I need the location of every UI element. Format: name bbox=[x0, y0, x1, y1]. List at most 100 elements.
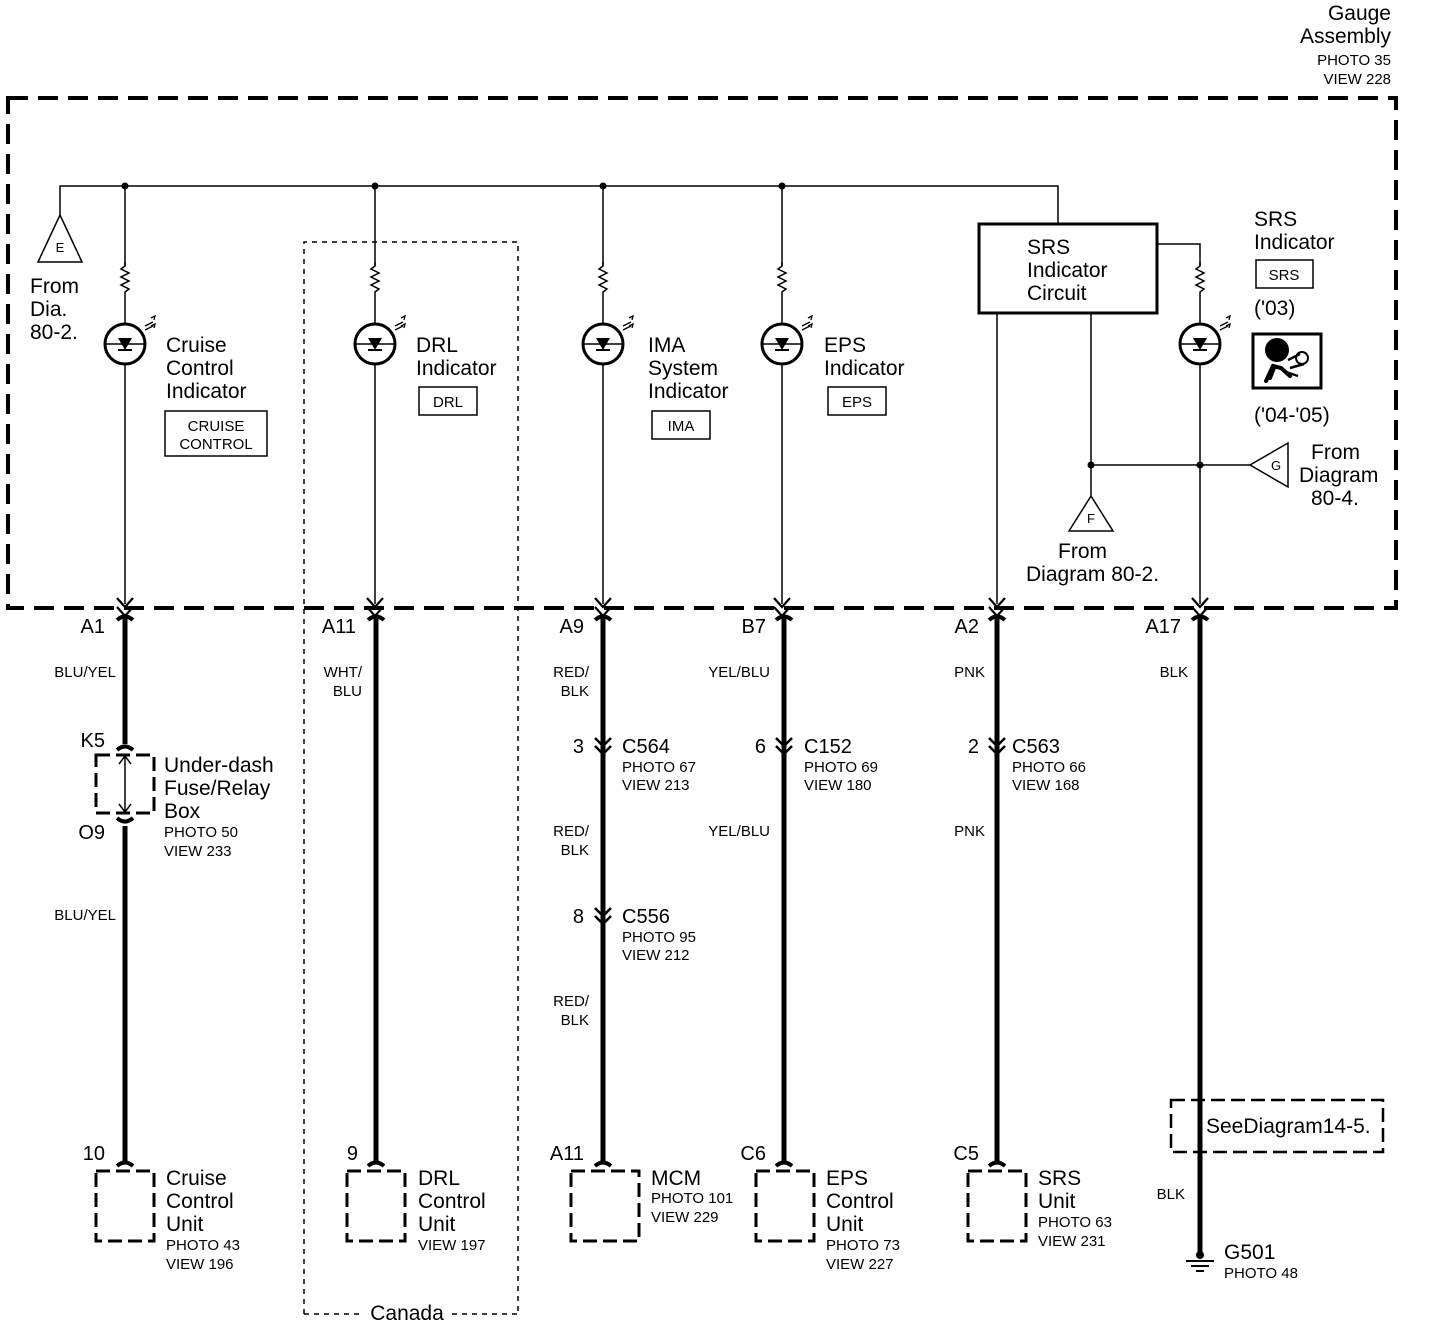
airbag-icon bbox=[1251, 332, 1323, 390]
svg-text:IMA: IMA bbox=[668, 418, 695, 435]
svg-text:VIEW 212: VIEW 212 bbox=[622, 947, 690, 964]
ground-g501: G501 bbox=[1224, 1241, 1275, 1264]
assembly-title-2: Assembly bbox=[1300, 25, 1392, 48]
unit-srs: C5 SRS Unit PHOTO 63 VIEW 231 bbox=[953, 1143, 1112, 1250]
svg-text:Indicator: Indicator bbox=[166, 380, 247, 403]
assembly-view: VIEW 228 bbox=[1323, 71, 1391, 88]
svg-text:DRL: DRL bbox=[418, 1167, 460, 1190]
svg-text:Control: Control bbox=[826, 1190, 894, 1213]
wire-yel-blu-2: YEL/BLU bbox=[708, 823, 770, 840]
svg-text:80-4.: 80-4. bbox=[1311, 487, 1359, 510]
svg-text:Indicator: Indicator bbox=[824, 357, 905, 380]
fusebox-label: Under-dash bbox=[164, 754, 274, 777]
drl-badge bbox=[418, 386, 478, 416]
svg-text:SRS: SRS bbox=[1269, 267, 1300, 284]
gauge-assembly-box bbox=[6, 96, 1398, 610]
svg-text:PHOTO 69: PHOTO 69 bbox=[804, 759, 878, 776]
pin-a17: A17 bbox=[1145, 616, 1181, 638]
svg-text:('03): ('03) bbox=[1254, 297, 1295, 320]
svg-text:10: 10 bbox=[83, 1143, 105, 1165]
svg-text:Circuit: Circuit bbox=[1027, 282, 1087, 305]
pin-a11: A11 bbox=[322, 616, 356, 638]
svg-text:EPS: EPS bbox=[826, 1167, 868, 1190]
fusebox-pin-k5: K5 bbox=[81, 730, 105, 752]
canada-region bbox=[303, 241, 519, 1314]
pin-a9: A9 bbox=[560, 616, 584, 638]
cruise-indicator-bulb-icon bbox=[103, 314, 157, 366]
svg-text:BLK: BLK bbox=[561, 683, 589, 700]
svg-text:PHOTO 67: PHOTO 67 bbox=[622, 759, 696, 776]
svg-text:Indicator: Indicator bbox=[416, 357, 497, 380]
svg-text:CONTROL: CONTROL bbox=[179, 436, 252, 453]
svg-text:PHOTO 66: PHOTO 66 bbox=[1012, 759, 1086, 776]
svg-text:PHOTO 63: PHOTO 63 bbox=[1038, 1214, 1112, 1231]
ima-indicator-bulb-icon bbox=[581, 314, 635, 366]
eps-badge bbox=[827, 386, 887, 416]
cruise-control-badge bbox=[164, 410, 268, 457]
svg-text:G: G bbox=[1271, 458, 1281, 473]
from-e-triangle-icon bbox=[36, 213, 84, 263]
svg-text:C556: C556 bbox=[622, 906, 670, 928]
svg-text:Diagram: Diagram bbox=[1299, 464, 1378, 487]
svg-text:BLK: BLK bbox=[561, 1012, 589, 1029]
svg-text:Dia.: Dia. bbox=[30, 298, 67, 321]
svg-text:Fuse/Relay: Fuse/Relay bbox=[164, 777, 271, 800]
svg-text:Control: Control bbox=[166, 1190, 234, 1213]
eps-indicator-label: EPS bbox=[824, 334, 866, 357]
unit-mcm: A11 MCM PHOTO 101 VIEW 229 bbox=[550, 1143, 733, 1243]
fusebox-pin-o9: O9 bbox=[78, 822, 105, 844]
wire-blk-2: BLK bbox=[1157, 1186, 1185, 1203]
svg-text:F: F bbox=[1087, 511, 1095, 526]
svg-text:Indicator: Indicator bbox=[1254, 231, 1335, 254]
svg-text:VIEW 197: VIEW 197 bbox=[418, 1237, 486, 1254]
srs-indicator-bulb-icon bbox=[1178, 314, 1232, 366]
unit-drl-control: 9 DRL Control Unit VIEW 197 bbox=[345, 1143, 486, 1254]
pin-a1: A1 bbox=[81, 616, 105, 638]
svg-text:SRS: SRS bbox=[1027, 236, 1070, 259]
wire-wht-blu: WHT/ bbox=[324, 664, 363, 681]
svg-text:C5: C5 bbox=[953, 1143, 979, 1165]
srs-indicator-label: SRS bbox=[1254, 208, 1297, 231]
wire-pnk-1: PNK bbox=[954, 664, 985, 681]
wire-yel-blu-1: YEL/BLU bbox=[708, 664, 770, 681]
wire-blk-1: BLK bbox=[1160, 664, 1188, 681]
svg-text:Unit: Unit bbox=[166, 1213, 204, 1236]
svg-text:9: 9 bbox=[347, 1143, 358, 1165]
svg-text:EPS: EPS bbox=[842, 394, 872, 411]
unit-cruise-control: 10 Cruise Control Unit PHOTO 43 VIEW 196 bbox=[83, 1143, 240, 1273]
srs-badge bbox=[1255, 259, 1314, 289]
from-g-label: From bbox=[1311, 441, 1360, 464]
eps-indicator-bulb-icon bbox=[760, 314, 814, 366]
svg-text:Indicator: Indicator bbox=[648, 380, 729, 403]
connector-c556: 8 C556 PHOTO 95 VIEW 212 bbox=[573, 906, 696, 964]
svg-text:MCM: MCM bbox=[651, 1167, 701, 1190]
svg-text:VIEW 168: VIEW 168 bbox=[1012, 777, 1080, 794]
wire-blu-yel-1: BLU/YEL bbox=[54, 664, 116, 681]
from-e-label: From bbox=[30, 275, 79, 298]
drl-indicator-bulb-icon bbox=[353, 314, 407, 366]
svg-text:VIEW 231: VIEW 231 bbox=[1038, 1233, 1106, 1250]
svg-text:Cruise: Cruise bbox=[166, 1167, 227, 1190]
pin-b7: B7 bbox=[742, 616, 766, 638]
ima-badge bbox=[651, 410, 711, 440]
svg-text:Unit: Unit bbox=[826, 1213, 864, 1236]
svg-text:E: E bbox=[56, 240, 65, 255]
pin-a2: A2 bbox=[955, 616, 979, 638]
svg-text:VIEW 229: VIEW 229 bbox=[651, 1209, 719, 1226]
see-diagram-label: SeeDiagram14-5. bbox=[1206, 1115, 1371, 1138]
from-f-triangle-icon bbox=[1067, 494, 1115, 532]
wire-red-blk-3: RED/ bbox=[553, 993, 590, 1010]
connector-c152: 6 C152 PHOTO 69 VIEW 180 bbox=[755, 736, 878, 794]
drl-indicator-label: DRL bbox=[416, 334, 458, 357]
svg-text:VIEW 227: VIEW 227 bbox=[826, 1256, 894, 1273]
ground-icon bbox=[1186, 1251, 1214, 1272]
svg-text:Unit: Unit bbox=[418, 1213, 456, 1236]
top-bus-wire bbox=[59, 185, 1059, 224]
svg-text:Unit: Unit bbox=[1038, 1190, 1076, 1213]
svg-text:3: 3 bbox=[573, 736, 584, 758]
connector-c564: 3 C564 PHOTO 67 VIEW 213 bbox=[573, 736, 696, 794]
svg-text:C564: C564 bbox=[622, 736, 670, 758]
svg-text:BLK: BLK bbox=[561, 842, 589, 859]
svg-text:C563: C563 bbox=[1012, 736, 1060, 758]
wire-pnk-2: PNK bbox=[954, 823, 985, 840]
